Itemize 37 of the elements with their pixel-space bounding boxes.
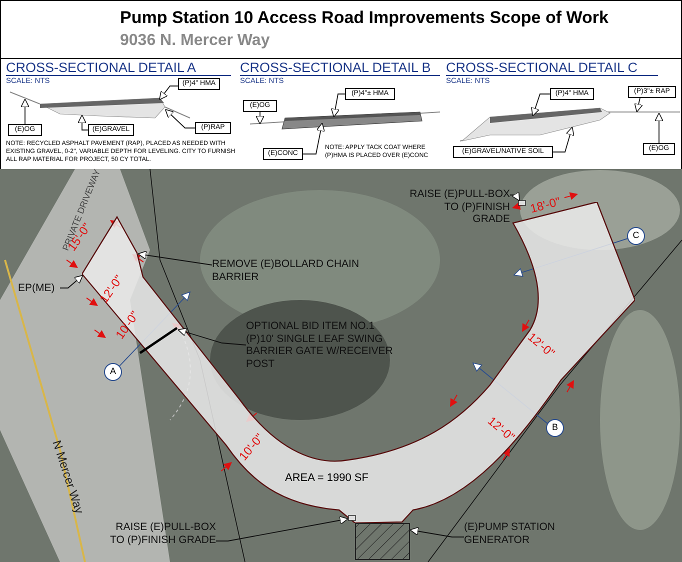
gate-bar: [138, 326, 179, 355]
diagram-title: Pump Station 10 Access Road Improvements Scope of Work: [120, 8, 608, 28]
leader-line: [634, 98, 643, 112]
leader-line: [654, 112, 664, 144]
pull-box-icon: [348, 515, 356, 521]
pull-box-icon: [518, 200, 526, 206]
section-heading: CROSS-SECTIONAL DETAIL C: [446, 60, 658, 76]
section-heading: CROSS-SECTIONAL DETAIL A: [6, 60, 231, 76]
section-heading: CROSS-SECTIONAL DETAIL B: [240, 60, 440, 76]
cross-section-drawing: [250, 112, 440, 130]
cross-section-drawing: [460, 107, 680, 142]
callout-text: OPTIONAL BID ITEM NO.1 (P)10' SINGLE LEAF SWING BARRIER GATE W/RECEIVER POST: [246, 320, 396, 370]
cross-section-drawing: [10, 92, 190, 119]
leader-line: [178, 328, 246, 346]
subtitle: 9036 N. Mercer Way: [120, 32, 271, 50]
callout-text: REMOVE (E)BOLLARD CHAIN BARRIER: [212, 258, 362, 283]
callout-text: RAISE (E)PULL-BOX TO (P)FINISH GRADE: [405, 188, 510, 226]
leader-line: [410, 526, 464, 538]
leader-line: [330, 94, 346, 118]
leader-line: [164, 108, 196, 128]
leader-line: [256, 112, 264, 124]
leader-line: [302, 122, 325, 154]
area-text: AREA = 1990 SF: [285, 472, 368, 484]
leader-line: [20, 98, 30, 124]
leader-line: [60, 274, 84, 288]
street-name: N Mercer Way: [50, 438, 87, 516]
leader-line: [159, 86, 178, 100]
leader-line: [78, 114, 88, 130]
leader-line: [552, 126, 574, 152]
dimension-text: 18'-0": [528, 194, 562, 216]
generator-pad: [355, 523, 410, 560]
leader-line: [216, 516, 348, 542]
callout-text: EP(ME): [18, 282, 60, 294]
leader-line: [138, 250, 212, 266]
leader-line: [510, 192, 520, 202]
callout-text: (E)PUMP STATION GENERATOR: [464, 521, 594, 546]
leader-line: [531, 94, 550, 116]
